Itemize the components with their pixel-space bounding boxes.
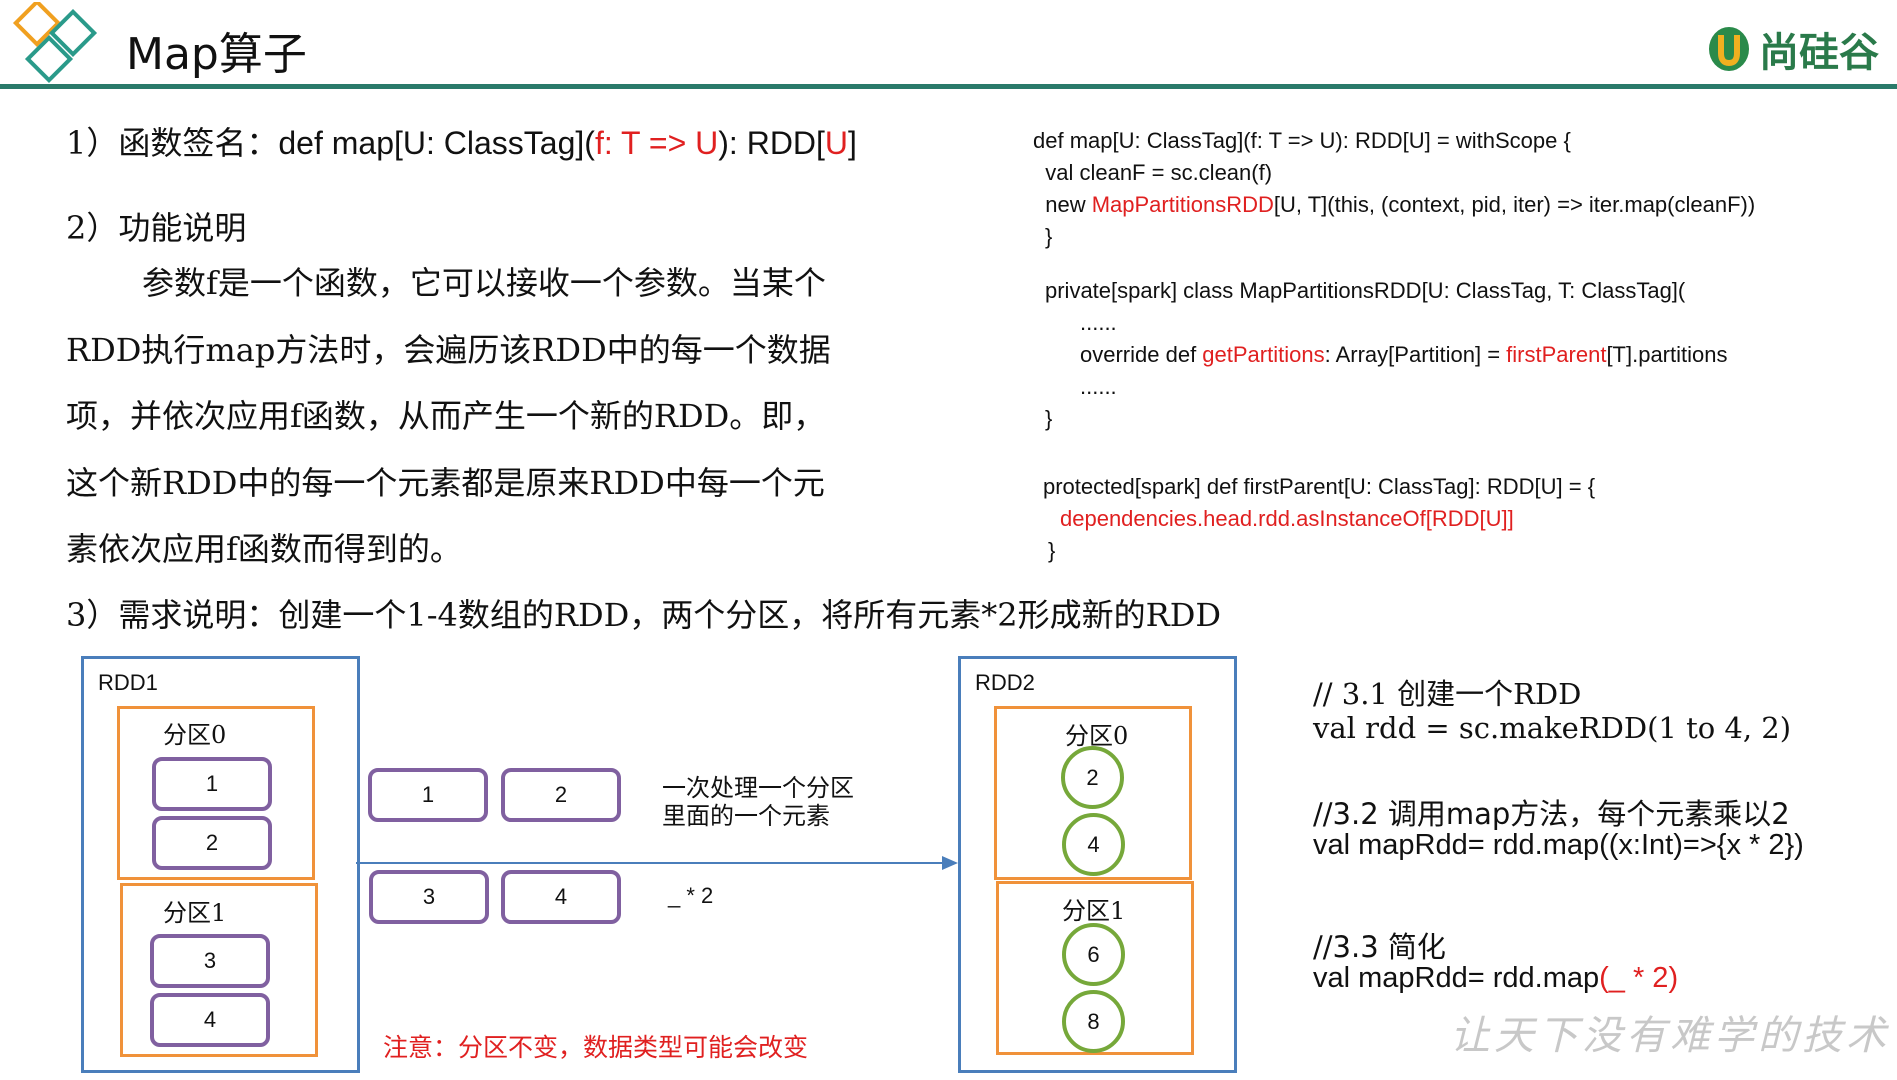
brand-u-icon [1709,27,1749,71]
right-code-line: val mapRdd= rdd.map(_ * 2) [1313,962,1679,994]
function-description-line: 参数f是一个函数，它可以接收一个参数。当某个 [142,264,826,302]
element-box: 4 [150,993,270,1047]
element-circle: 8 [1062,990,1125,1053]
code-line: val cleanF = sc.clean(f) [1033,160,1273,185]
element-box: 2 [501,768,621,822]
right-code-line: val mapRdd= rdd.map((x:Int)=>{x * 2}) [1313,829,1804,861]
code-line: protected[spark] def firstParent[U: Clas… [1043,474,1596,499]
code-line: dependencies.head.rdd.asInstanceOf[RDD[U… [1060,506,1514,531]
element-box: 2 [152,816,272,870]
element-circle: 6 [1062,923,1125,986]
note-line: 里面的一个元素 [662,802,830,830]
rdd1-label: RDD1 [98,670,158,695]
code-line: } [1045,224,1053,249]
map-function-label: _ * 2 [668,883,714,908]
element-box: 1 [368,768,488,822]
partition-label: 分区0 [1065,722,1129,750]
code-line: ...... [1080,374,1117,399]
code-line: } [1045,406,1053,431]
function-description-line: RDD执行map方法时，会遍历该RDD中的每一个数据 [66,331,831,369]
code-line: override def getPartitions: Array[Partit… [1080,342,1728,367]
code-line: } [1048,538,1056,563]
code-line: def map[U: ClassTag](f: T => U): RDD[U] … [1033,128,1571,153]
transform-arrow [356,856,958,870]
right-code-line: // 3.1 创建一个RDD [1313,677,1582,711]
function-description-line: 这个新RDD中的每一个元素都是原来RDD中每一个元 [66,464,825,502]
rdd2-label: RDD2 [975,670,1035,695]
brand-name: 尚硅谷 [1759,30,1879,76]
function-signature: 1）函数签名：def map[U: ClassTag](f: T => U): … [66,124,857,162]
note-line: 一次处理一个分区 [662,774,854,802]
watermark-slogan: 让天下没有难学的技术 [1450,1013,1890,1059]
header-divider [0,84,1897,89]
partition-label: 分区1 [163,899,227,927]
requirement-text: 3）需求说明：创建一个1-4数组的RDD，两个分区，将所有元素*2形成新的RDD [66,596,1222,634]
element-box: 1 [152,757,272,811]
element-circle: 2 [1061,746,1124,809]
warning-note: 注意：分区不变，数据类型可能会改变 [383,1033,809,1062]
function-description-title: 2）功能说明 [66,209,247,247]
page-title: Map算子 [126,29,307,80]
code-line: ...... [1080,310,1117,335]
right-code-line: //3.2 调用map方法，每个元素乘以2 [1313,797,1790,831]
right-code-line: val rdd = sc.makeRDD(1 to 4, 2) [1313,711,1792,745]
element-box: 3 [369,870,489,924]
element-box: 4 [501,870,621,924]
partition-label: 分区1 [1062,897,1126,925]
function-description-line: 素依次应用f函数而得到的。 [66,530,462,568]
element-circle: 4 [1062,813,1125,876]
brand-logo: 尚硅谷 [1707,20,1879,78]
diamond-logo-icon [12,2,98,84]
code-line: new MapPartitionsRDD[U, T](this, (contex… [1033,192,1756,217]
element-box: 3 [150,934,270,988]
partition-label: 分区0 [163,721,227,749]
function-description-line: 项，并依次应用f函数，从而产生一个新的RDD。即， [66,397,826,435]
right-code-line: //3.3 简化 [1313,930,1446,964]
code-line: private[spark] class MapPartitionsRDD[U:… [1045,278,1686,303]
